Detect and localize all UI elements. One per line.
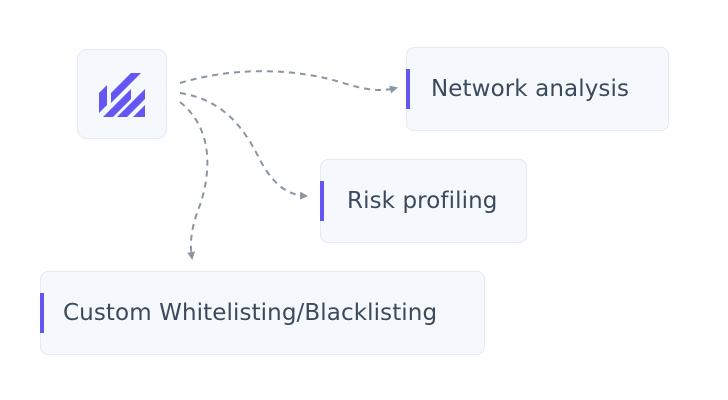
node-accent-bar — [320, 181, 324, 221]
node-network-analysis: Network analysis — [406, 47, 669, 131]
node-accent-bar — [406, 69, 410, 109]
logo-node — [77, 49, 167, 139]
node-label: Custom Whitelisting/Blacklisting — [63, 300, 438, 326]
edge-logo-to-network — [179, 70, 398, 94]
edge-logo-to-risk — [179, 92, 308, 200]
node-custom-whitelisting-blacklisting: Custom Whitelisting/Blacklisting — [40, 271, 485, 355]
node-accent-bar — [40, 293, 44, 333]
node-label: Network analysis — [431, 76, 630, 102]
edge-logo-to-custom — [179, 101, 209, 260]
node-risk-profiling: Risk profiling — [320, 159, 527, 243]
striped-slash-logo-icon — [99, 73, 145, 117]
node-label: Risk profiling — [347, 188, 498, 214]
